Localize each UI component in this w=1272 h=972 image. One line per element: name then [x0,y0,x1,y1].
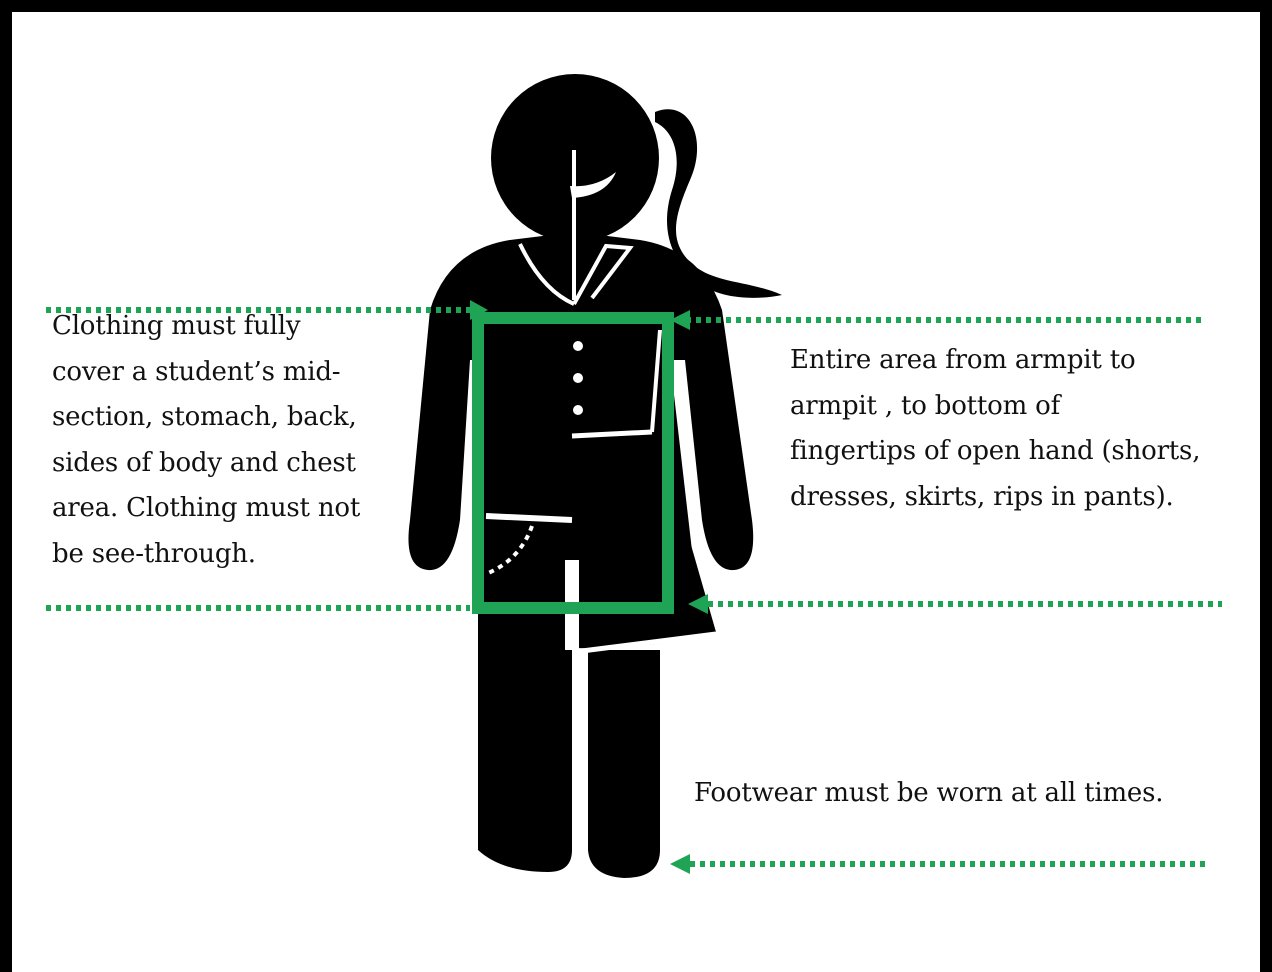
note-line: area. Clothing must not [52,486,360,532]
button [573,373,583,383]
dotted-arrow-left [670,854,690,874]
left-leg [478,600,572,872]
note-line: Entire area from armpit to [790,338,1200,384]
midsection-rule-text: Clothing must fully cover a student’s mi… [52,304,360,577]
note-line: section, stomach, back, [52,395,360,441]
skirt [572,430,716,648]
footwear-rule-text: Footwear must be worn at all times. [694,771,1163,817]
student-figure-icon [408,74,782,878]
note-line: fingertips of open hand (shorts, [790,429,1200,475]
note-line: armpit , to bottom of [790,384,1200,430]
coverage-area-text: Entire area from armpit to armpit , to b… [790,338,1200,520]
button [573,341,583,351]
right-leg [588,650,660,878]
note-line: Footwear must be worn at all times. [694,771,1163,817]
shorts-waistband [486,516,572,520]
button [573,405,583,415]
note-line: cover a student’s mid- [52,350,360,396]
note-line: Clothing must fully [52,304,360,350]
note-line: dresses, skirts, rips in pants). [790,475,1200,521]
note-line: be see-through. [52,532,360,578]
note-line: sides of body and chest [52,441,360,487]
